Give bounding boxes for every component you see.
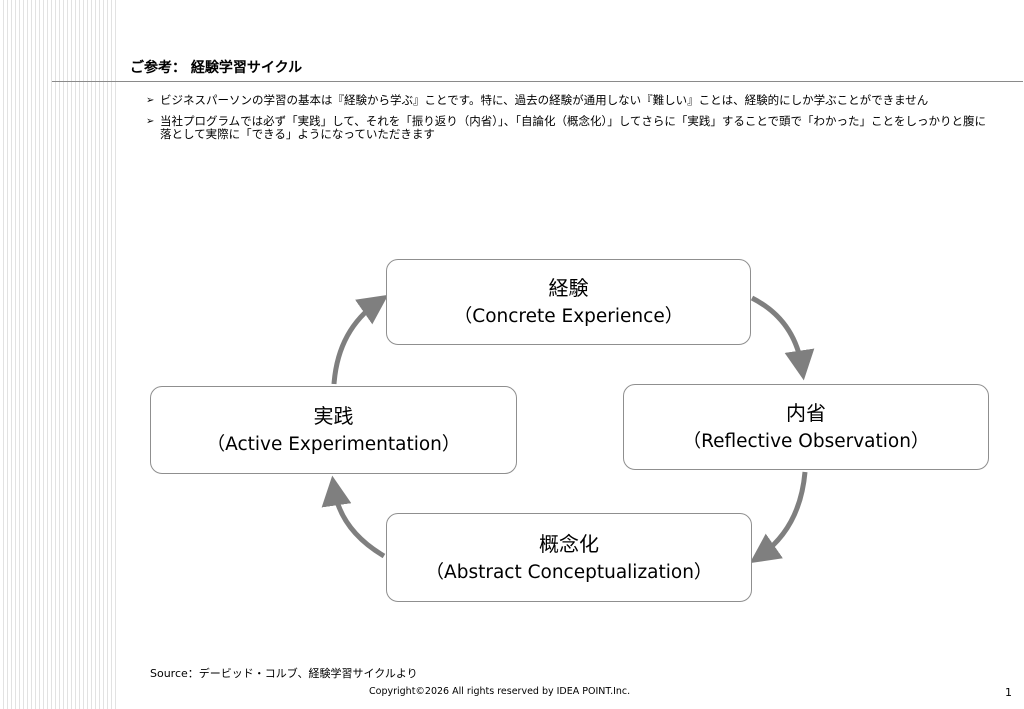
arrow-left-to-top	[331, 294, 389, 385]
box-title: 内省	[786, 401, 826, 425]
cycle-box-reflective-observation: 内省 （Reflective Observation）	[623, 384, 989, 470]
box-subtitle: （Active Experimentation）	[206, 434, 461, 455]
title-divider	[52, 81, 1023, 82]
box-subtitle: （Reflective Observation）	[682, 431, 930, 452]
bullet-text: ビジネスパーソンの学習の基本は『経験から学ぶ』ことです。特に、過去の経験が通用し…	[160, 93, 929, 107]
page-title: ご参考： 経験学習サイクル	[130, 60, 303, 76]
box-title: 実践	[313, 404, 354, 428]
copyright-notice: Copyright©2026 All rights reserved by ID…	[369, 686, 631, 697]
box-title: 概念化	[539, 531, 599, 556]
box-subtitle: （Abstract Conceptualization）	[425, 561, 713, 583]
arrow-right-to-bottom	[749, 471, 808, 564]
source-note: Source：デービッド・コルブ、経験学習サイクルより	[150, 667, 418, 680]
arrow-top-to-right	[750, 295, 815, 381]
page-number: 1	[1005, 686, 1012, 699]
arrow-bottom-to-left	[321, 475, 386, 559]
bullet-text: 当社プログラムでは必ず「実践」して、それを「振り返り（内省）」、「自論化（概念化…	[160, 113, 987, 141]
cycle-box-concrete-experience: 経験 （Concrete Experience）	[386, 259, 751, 345]
bullet-arrow-icon: ➢	[146, 115, 155, 127]
decorative-stripes	[0, 0, 118, 709]
bullet-list: ➢ ビジネスパーソンの学習の基本は『経験から学ぶ』ことです。特に、過去の経験が通…	[146, 93, 996, 149]
bullet-arrow-icon: ➢	[146, 95, 155, 106]
bullet-item: ➢ ビジネスパーソンの学習の基本は『経験から学ぶ』ことです。特に、過去の経験が通…	[146, 93, 996, 108]
box-title: 経験	[548, 276, 589, 300]
cycle-box-active-experimentation: 実践 （Active Experimentation）	[150, 386, 517, 474]
cycle-box-abstract-conceptualization: 概念化 （Abstract Conceptualization）	[386, 513, 752, 602]
box-subtitle: （Concrete Experience）	[453, 306, 684, 327]
bullet-item: ➢ 当社プログラムでは必ず「実践」して、それを「振り返り（内省）」、「自論化（概…	[146, 113, 996, 142]
